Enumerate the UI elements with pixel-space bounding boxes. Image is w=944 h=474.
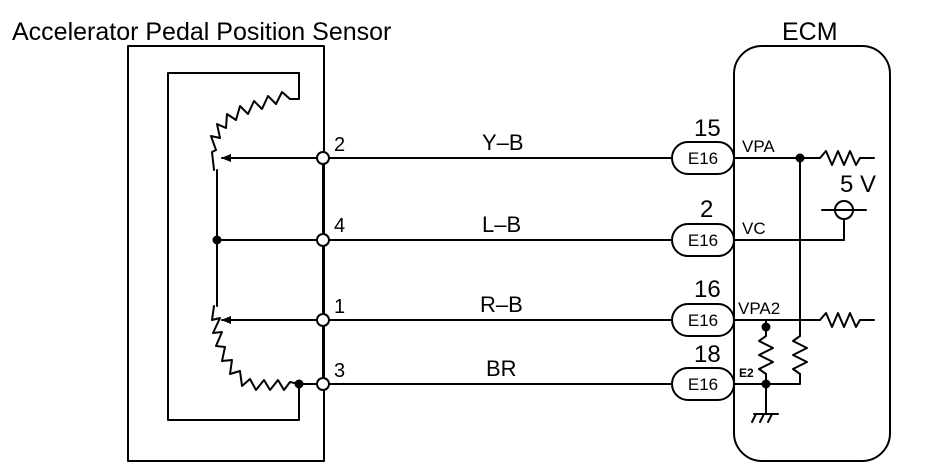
ground-symbol-hatch bbox=[767, 413, 773, 423]
sensor-title: Accelerator Pedal Position Sensor bbox=[12, 18, 391, 46]
ecm-pin-number: 15 bbox=[694, 115, 721, 142]
signal-label: VPA2 bbox=[738, 299, 780, 318]
sensor-housing bbox=[127, 45, 325, 462]
sensor-upper-resistor bbox=[210, 91, 291, 171]
sensor-inner-loop bbox=[167, 72, 300, 421]
ground-symbol-hatch bbox=[759, 413, 765, 423]
wire-color-label: Y–B bbox=[482, 130, 524, 155]
wire-color-label: R–B bbox=[480, 292, 523, 317]
signal-label: VC bbox=[742, 219, 766, 238]
wire-color-label: BR bbox=[486, 356, 517, 381]
junction-dot bbox=[761, 379, 771, 389]
ecm-pin-number: 2 bbox=[700, 196, 713, 223]
sensor-inner-loop-top bbox=[289, 72, 300, 100]
sensor-pin-label: 2 bbox=[334, 134, 345, 156]
connector-label: E16 bbox=[688, 311, 718, 330]
ecm-title: ECM bbox=[782, 18, 838, 46]
pulldown-resistor-vpa bbox=[792, 335, 808, 375]
ground-symbol-hatch bbox=[751, 413, 757, 423]
ecm-pulldown-common bbox=[765, 373, 801, 385]
sensor-terminal bbox=[316, 151, 330, 165]
sensor-pin-label: 4 bbox=[334, 215, 345, 237]
sensor-pin-label: 1 bbox=[334, 296, 345, 318]
supply-voltage-label: 5 V bbox=[840, 171, 876, 198]
connector-label: E16 bbox=[688, 375, 718, 394]
sensor-terminal bbox=[316, 233, 330, 247]
wire-color-label: L–B bbox=[482, 212, 521, 237]
connector-label: E16 bbox=[688, 231, 718, 250]
connector-label: E16 bbox=[688, 149, 718, 168]
sensor-terminal bbox=[316, 313, 330, 327]
ecm-pin-number: 16 bbox=[694, 276, 721, 303]
ecm-pin-number: 18 bbox=[694, 341, 721, 368]
pullup-resistor-vpa bbox=[819, 150, 875, 166]
ecm-housing bbox=[733, 45, 891, 462]
pullup-resistor-vpa2 bbox=[819, 312, 875, 328]
sensor-terminal bbox=[316, 377, 330, 391]
sensor-pin-label: 3 bbox=[334, 360, 345, 382]
signal-label: VPA bbox=[742, 137, 775, 156]
ground-label: E2 bbox=[739, 366, 754, 380]
sensor-lower-resistor bbox=[211, 305, 300, 391]
pulldown-resistor-vpa2 bbox=[758, 335, 774, 375]
